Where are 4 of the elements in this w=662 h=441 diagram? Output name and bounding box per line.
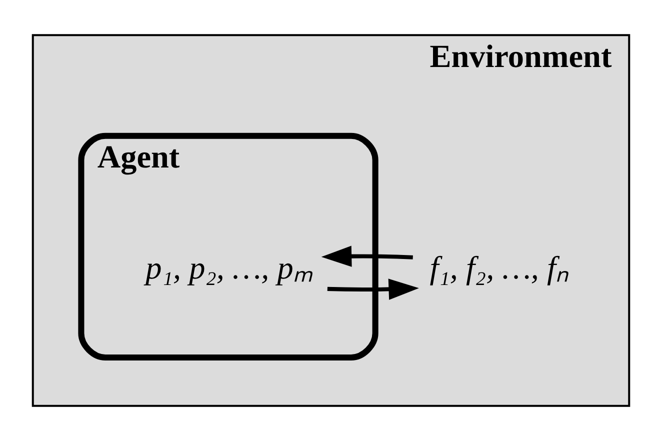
arrow <box>327 278 419 300</box>
node-text: f₁, f₂, …, fₙ <box>430 250 569 286</box>
arrow <box>321 246 413 267</box>
node-text: p₁, p₂, …, pₘ <box>146 250 314 286</box>
